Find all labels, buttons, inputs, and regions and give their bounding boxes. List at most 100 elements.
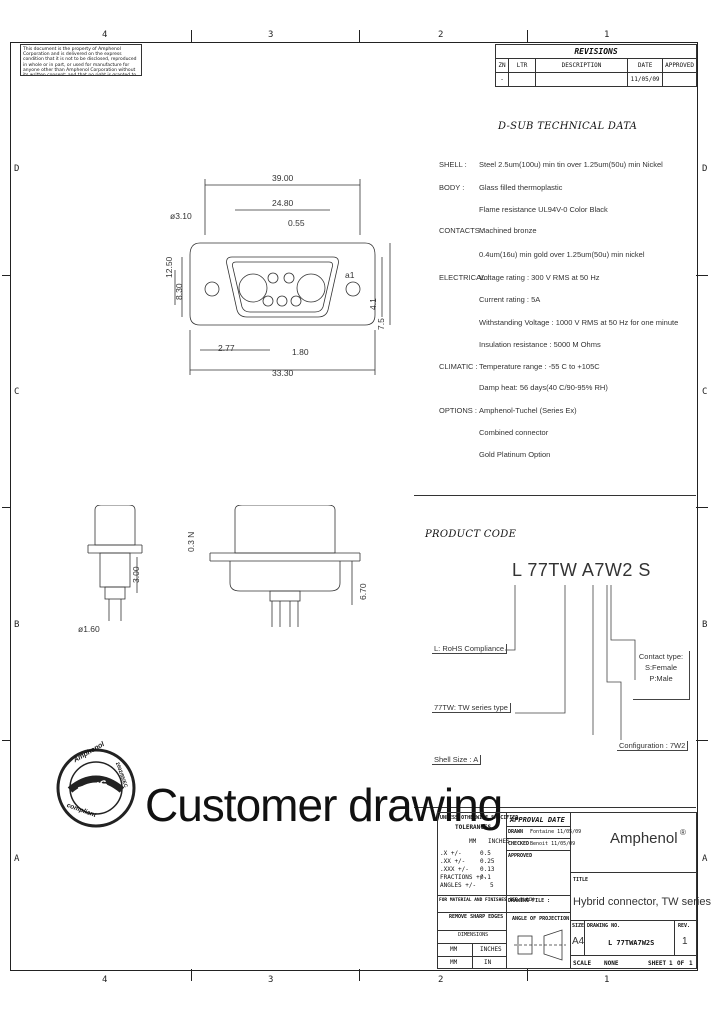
spec-text: Glass filled thermoplastic — [479, 183, 563, 192]
spec-text: Current rating : 5A — [479, 295, 541, 304]
title-label: TITLE — [573, 877, 589, 883]
spec-text: Voltage rating : 300 V RMS at 50 Hz — [479, 273, 600, 282]
customer-drawing-heading: Customer drawing — [145, 779, 503, 831]
rev-header-approved: APPROVED — [662, 58, 697, 73]
approval-header: APPROVAL DATE — [510, 816, 565, 824]
zone-number-2: 2 — [438, 30, 444, 40]
zone-letter-b: B — [14, 620, 20, 630]
tb-divider — [584, 920, 585, 955]
tolerance-subheader: TOLERANCES — [455, 824, 492, 831]
edges-note: REMOVE SHARP EDGES — [449, 914, 504, 920]
scale-value: NONE — [604, 960, 619, 967]
spec-label-contacts: CONTACTS : — [439, 226, 484, 235]
spec-text: Flame resistance UL94V-0 Color Black — [479, 205, 608, 214]
dim-profile-height: 0.3 N — [186, 531, 196, 552]
size-label: SIZE — [572, 923, 585, 929]
tb-divider — [437, 956, 506, 957]
zone-letter-a-right: A — [702, 854, 708, 864]
tick — [527, 969, 528, 981]
dim-right-large: 7.5 — [376, 318, 386, 330]
drawing-no-label: DRAWING NO. — [587, 923, 621, 929]
tolerance-header: UNLESS OTHERWISE SPECIFIED — [440, 815, 519, 821]
tick — [2, 740, 10, 741]
product-code-value: L 77TW A7W2 S — [512, 560, 651, 580]
zone-letter-c-right: C — [702, 387, 708, 397]
dim-hole-diameter: ø3.10 — [170, 211, 192, 221]
tb-divider — [437, 930, 506, 931]
dim-shell-height: 12.50 — [164, 256, 174, 278]
zone-number-1: 1 — [604, 30, 610, 40]
contact-type-line: Contact type: — [638, 652, 684, 661]
spec-label-body: BODY : — [439, 183, 465, 192]
approval-role: DRAWN — [508, 829, 524, 835]
tb-divider — [570, 955, 697, 956]
tolerance-value: 0.1 — [480, 874, 491, 881]
config-code-label: Configuration : 7W2 — [617, 741, 689, 751]
scale-label: SCALE — [573, 960, 592, 967]
zone-number-4-bottom: 4 — [102, 975, 108, 985]
dim-contact-label: a1 — [345, 270, 355, 280]
tolerance-value: 0.13 — [480, 866, 495, 873]
zone-number-2-bottom: 2 — [438, 975, 444, 985]
dim-offset: 1.80 — [292, 347, 309, 357]
series-code-label: 77TW: TW series type — [432, 703, 511, 713]
tolerance-key: FRACTIONS +/- — [440, 874, 487, 881]
registered-icon: ® — [680, 828, 686, 837]
spec-text: Insulation resistance : 5000 M Ohms — [479, 340, 601, 349]
tolerance-key: .XX +/- — [440, 858, 466, 865]
tolerance-col-mm: MM — [469, 838, 477, 845]
rohs-stamp — [56, 748, 136, 828]
rev-cell — [508, 72, 536, 87]
tick — [191, 969, 192, 981]
zone-number-3-bottom: 3 — [268, 975, 274, 985]
rev-label: REV. — [678, 923, 691, 929]
spec-label-electrical: ELECTRICAL : — [439, 273, 490, 282]
drawing-title: Hybrid connector, TW series — [573, 896, 711, 908]
tb-divider — [506, 812, 507, 969]
tb-divider — [437, 912, 506, 913]
projection-symbol-icon — [514, 929, 566, 961]
spec-label-climatic: CLIMATIC : — [439, 362, 478, 371]
connector-profile-view — [209, 505, 361, 627]
table-row: - 11/05/09 — [495, 72, 697, 87]
tolerance-value: 0.5 — [480, 850, 491, 857]
units-mm: MM — [450, 946, 458, 953]
connector-side-view — [87, 505, 143, 621]
product-code-leaders — [505, 585, 636, 740]
tolerance-value: 5 — [490, 882, 494, 889]
tb-divider — [506, 838, 570, 839]
revision-number: 1 — [682, 936, 688, 947]
rev-cell — [662, 72, 697, 87]
spec-text: 0.4um(16u) min gold over 1.25um(50u) min… — [479, 250, 645, 259]
approval-role: APPROVED — [508, 853, 533, 859]
rev-header-zn: ZN — [495, 58, 509, 73]
spec-text: Gold Platinum Option — [479, 450, 551, 459]
tolerance-key: .XXX +/- — [440, 866, 469, 873]
contact-type-box: Contact type: S:Female P:Male — [633, 651, 690, 700]
spec-text: Damp heat: 56 days(40 C/90-95% RH) — [479, 383, 608, 392]
projection-label: ANGLE OF PROJECTION — [512, 916, 570, 922]
units-mm-value: MM — [450, 959, 458, 966]
contact-type-line: S:Female — [644, 663, 678, 672]
dim-small-gap: 0.55 — [288, 218, 305, 228]
tick — [359, 969, 360, 981]
zone-letter-d: D — [14, 164, 20, 174]
dim-pitch: 2.77 — [218, 343, 235, 353]
amphenol-logo: Amphenol — [610, 830, 678, 847]
tolerance-col-inches: INCHES — [488, 838, 510, 845]
spec-text: Withstanding Voltage : 1000 V RMS at 50 … — [479, 318, 679, 327]
tb-divider — [437, 943, 506, 944]
contact-type-line: P:Male — [649, 674, 673, 683]
zone-number-3: 3 — [268, 30, 274, 40]
sheet-size: A4 — [572, 936, 585, 947]
rev-header-description: DESCRIPTION — [534, 58, 629, 73]
proprietary-notice: This document is the property of Ampheno… — [20, 44, 142, 76]
drawing-frame — [10, 42, 698, 971]
technical-data-title: D-SUB TECHNICAL DATA — [498, 121, 638, 132]
tb-divider — [570, 872, 697, 873]
tolerance-key: ANGLES +/- — [440, 882, 477, 889]
approval-role: CHECKED — [508, 841, 530, 847]
revisions-title: REVISIONS — [495, 44, 697, 59]
dim-right-small: 4.1 — [368, 298, 378, 310]
title-block — [437, 812, 697, 969]
